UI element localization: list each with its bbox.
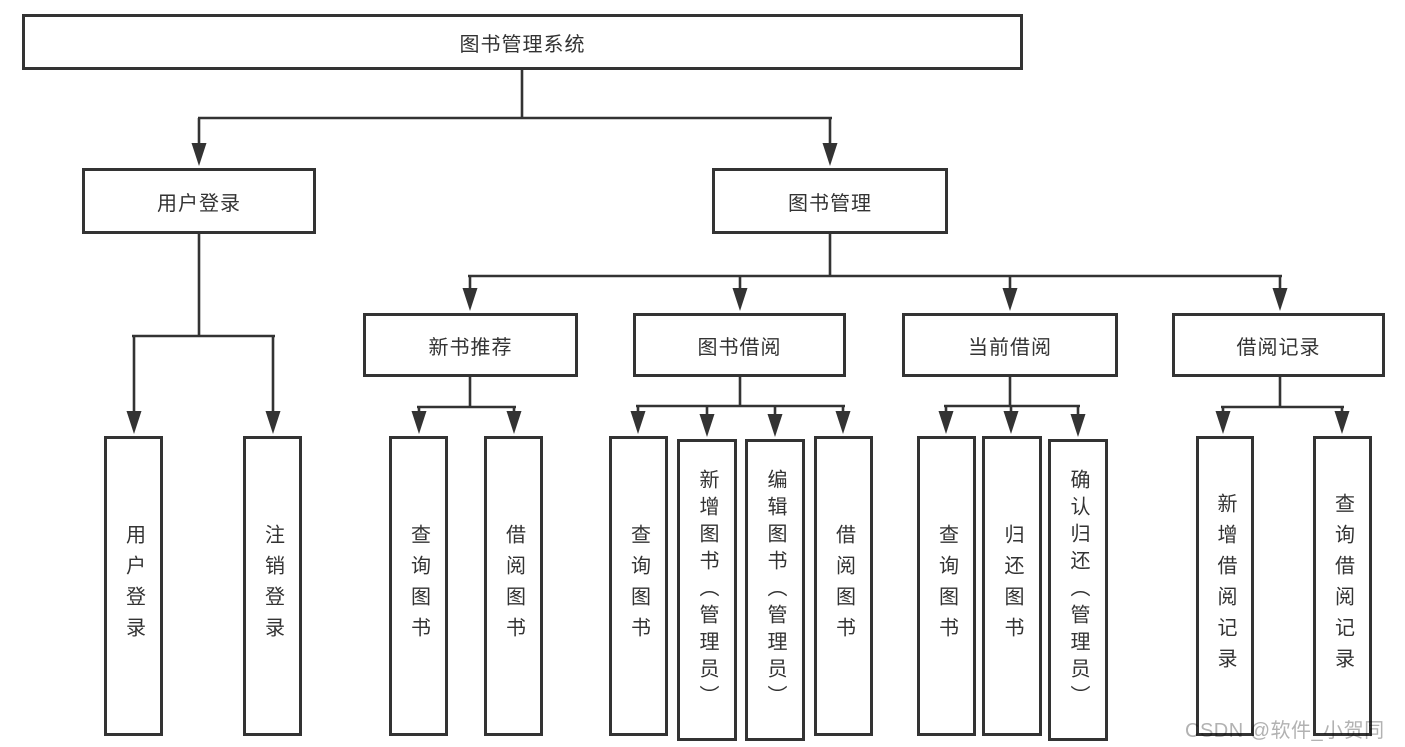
leaf-return-book: 归还图书 — [982, 436, 1042, 736]
arrow-down-icon — [1334, 411, 1350, 434]
leaf-query-book-1: 查询图书 — [389, 436, 448, 736]
node-borrowing-records: 借阅记录 — [1172, 313, 1385, 377]
leaf-query-borrow-record-label: 查询借阅记录 — [1331, 493, 1354, 679]
leaf-edit-book-admin-label: 编辑图书（管理员） — [764, 468, 786, 712]
leaf-borrow-book-1-label: 借阅图书 — [502, 524, 525, 648]
node-book-borrowing: 图书借阅 — [633, 313, 846, 377]
node-user-login: 用户登录 — [82, 168, 316, 234]
arrow-down-icon — [835, 411, 851, 434]
arrowheads — [126, 143, 1350, 437]
leaf-edit-book-admin: 编辑图书（管理员） — [745, 439, 805, 741]
arrow-down-icon — [411, 411, 427, 434]
leaf-add-borrow-record: 新增借阅记录 — [1196, 436, 1254, 736]
leaf-query-book-1-label: 查询图书 — [407, 524, 430, 648]
node-user-login-label: 用户登录 — [157, 192, 241, 215]
arrow-down-icon — [265, 411, 281, 434]
node-new-book-recommend: 新书推荐 — [363, 313, 578, 377]
arrow-down-icon — [191, 143, 207, 166]
leaf-confirm-return-admin-label: 确认归还（管理员） — [1067, 468, 1089, 712]
node-current-borrowing-label: 当前借阅 — [968, 336, 1052, 359]
leaf-return-book-label: 归还图书 — [1001, 524, 1023, 648]
leaf-query-book-3-label: 查询图书 — [935, 524, 958, 648]
leaf-query-borrow-record: 查询借阅记录 — [1313, 436, 1372, 736]
arrow-down-icon — [767, 414, 783, 437]
node-book-management-label: 图书管理 — [788, 192, 872, 215]
leaf-query-book-2: 查询图书 — [609, 436, 668, 736]
arrow-down-icon — [732, 288, 748, 311]
arrow-down-icon — [506, 411, 522, 434]
node-new-book-recommend-label: 新书推荐 — [428, 336, 513, 359]
leaf-user-login: 用户登录 — [104, 436, 163, 736]
arrow-down-icon — [1002, 288, 1018, 311]
leaf-logout-label: 注销登录 — [261, 524, 284, 648]
node-library-system-label: 图书管理系统 — [459, 33, 586, 56]
leaf-logout: 注销登录 — [243, 436, 302, 736]
leaf-confirm-return-admin: 确认归还（管理员） — [1048, 439, 1108, 741]
arrow-down-icon — [630, 411, 646, 434]
node-current-borrowing: 当前借阅 — [902, 313, 1118, 377]
arrow-down-icon — [822, 143, 838, 166]
node-borrowing-records-label: 借阅记录 — [1236, 336, 1321, 359]
leaf-user-login-label: 用户登录 — [122, 524, 145, 648]
leaf-borrow-book-1: 借阅图书 — [484, 436, 543, 736]
leaf-query-book-3: 查询图书 — [917, 436, 976, 736]
node-book-management: 图书管理 — [712, 168, 948, 234]
leaf-query-book-2-label: 查询图书 — [627, 524, 650, 648]
leaf-borrow-book-2: 借阅图书 — [814, 436, 873, 736]
node-book-borrowing-label: 图书借阅 — [697, 336, 782, 359]
arrow-down-icon — [1215, 411, 1231, 434]
node-library-system: 图书管理系统 — [22, 14, 1023, 70]
arrow-down-icon — [1070, 414, 1086, 437]
arrow-down-icon — [1003, 411, 1019, 434]
leaf-add-borrow-record-label: 新增借阅记录 — [1214, 493, 1236, 679]
arrow-down-icon — [699, 414, 715, 437]
leaf-add-book-admin-label: 新增图书（管理员） — [696, 468, 718, 712]
arrow-down-icon — [1272, 288, 1288, 311]
arrow-down-icon — [938, 411, 954, 434]
arrow-down-icon — [126, 411, 142, 434]
leaf-add-book-admin: 新增图书（管理员） — [677, 439, 737, 741]
leaf-borrow-book-2-label: 借阅图书 — [832, 524, 855, 648]
arrow-down-icon — [462, 288, 478, 311]
